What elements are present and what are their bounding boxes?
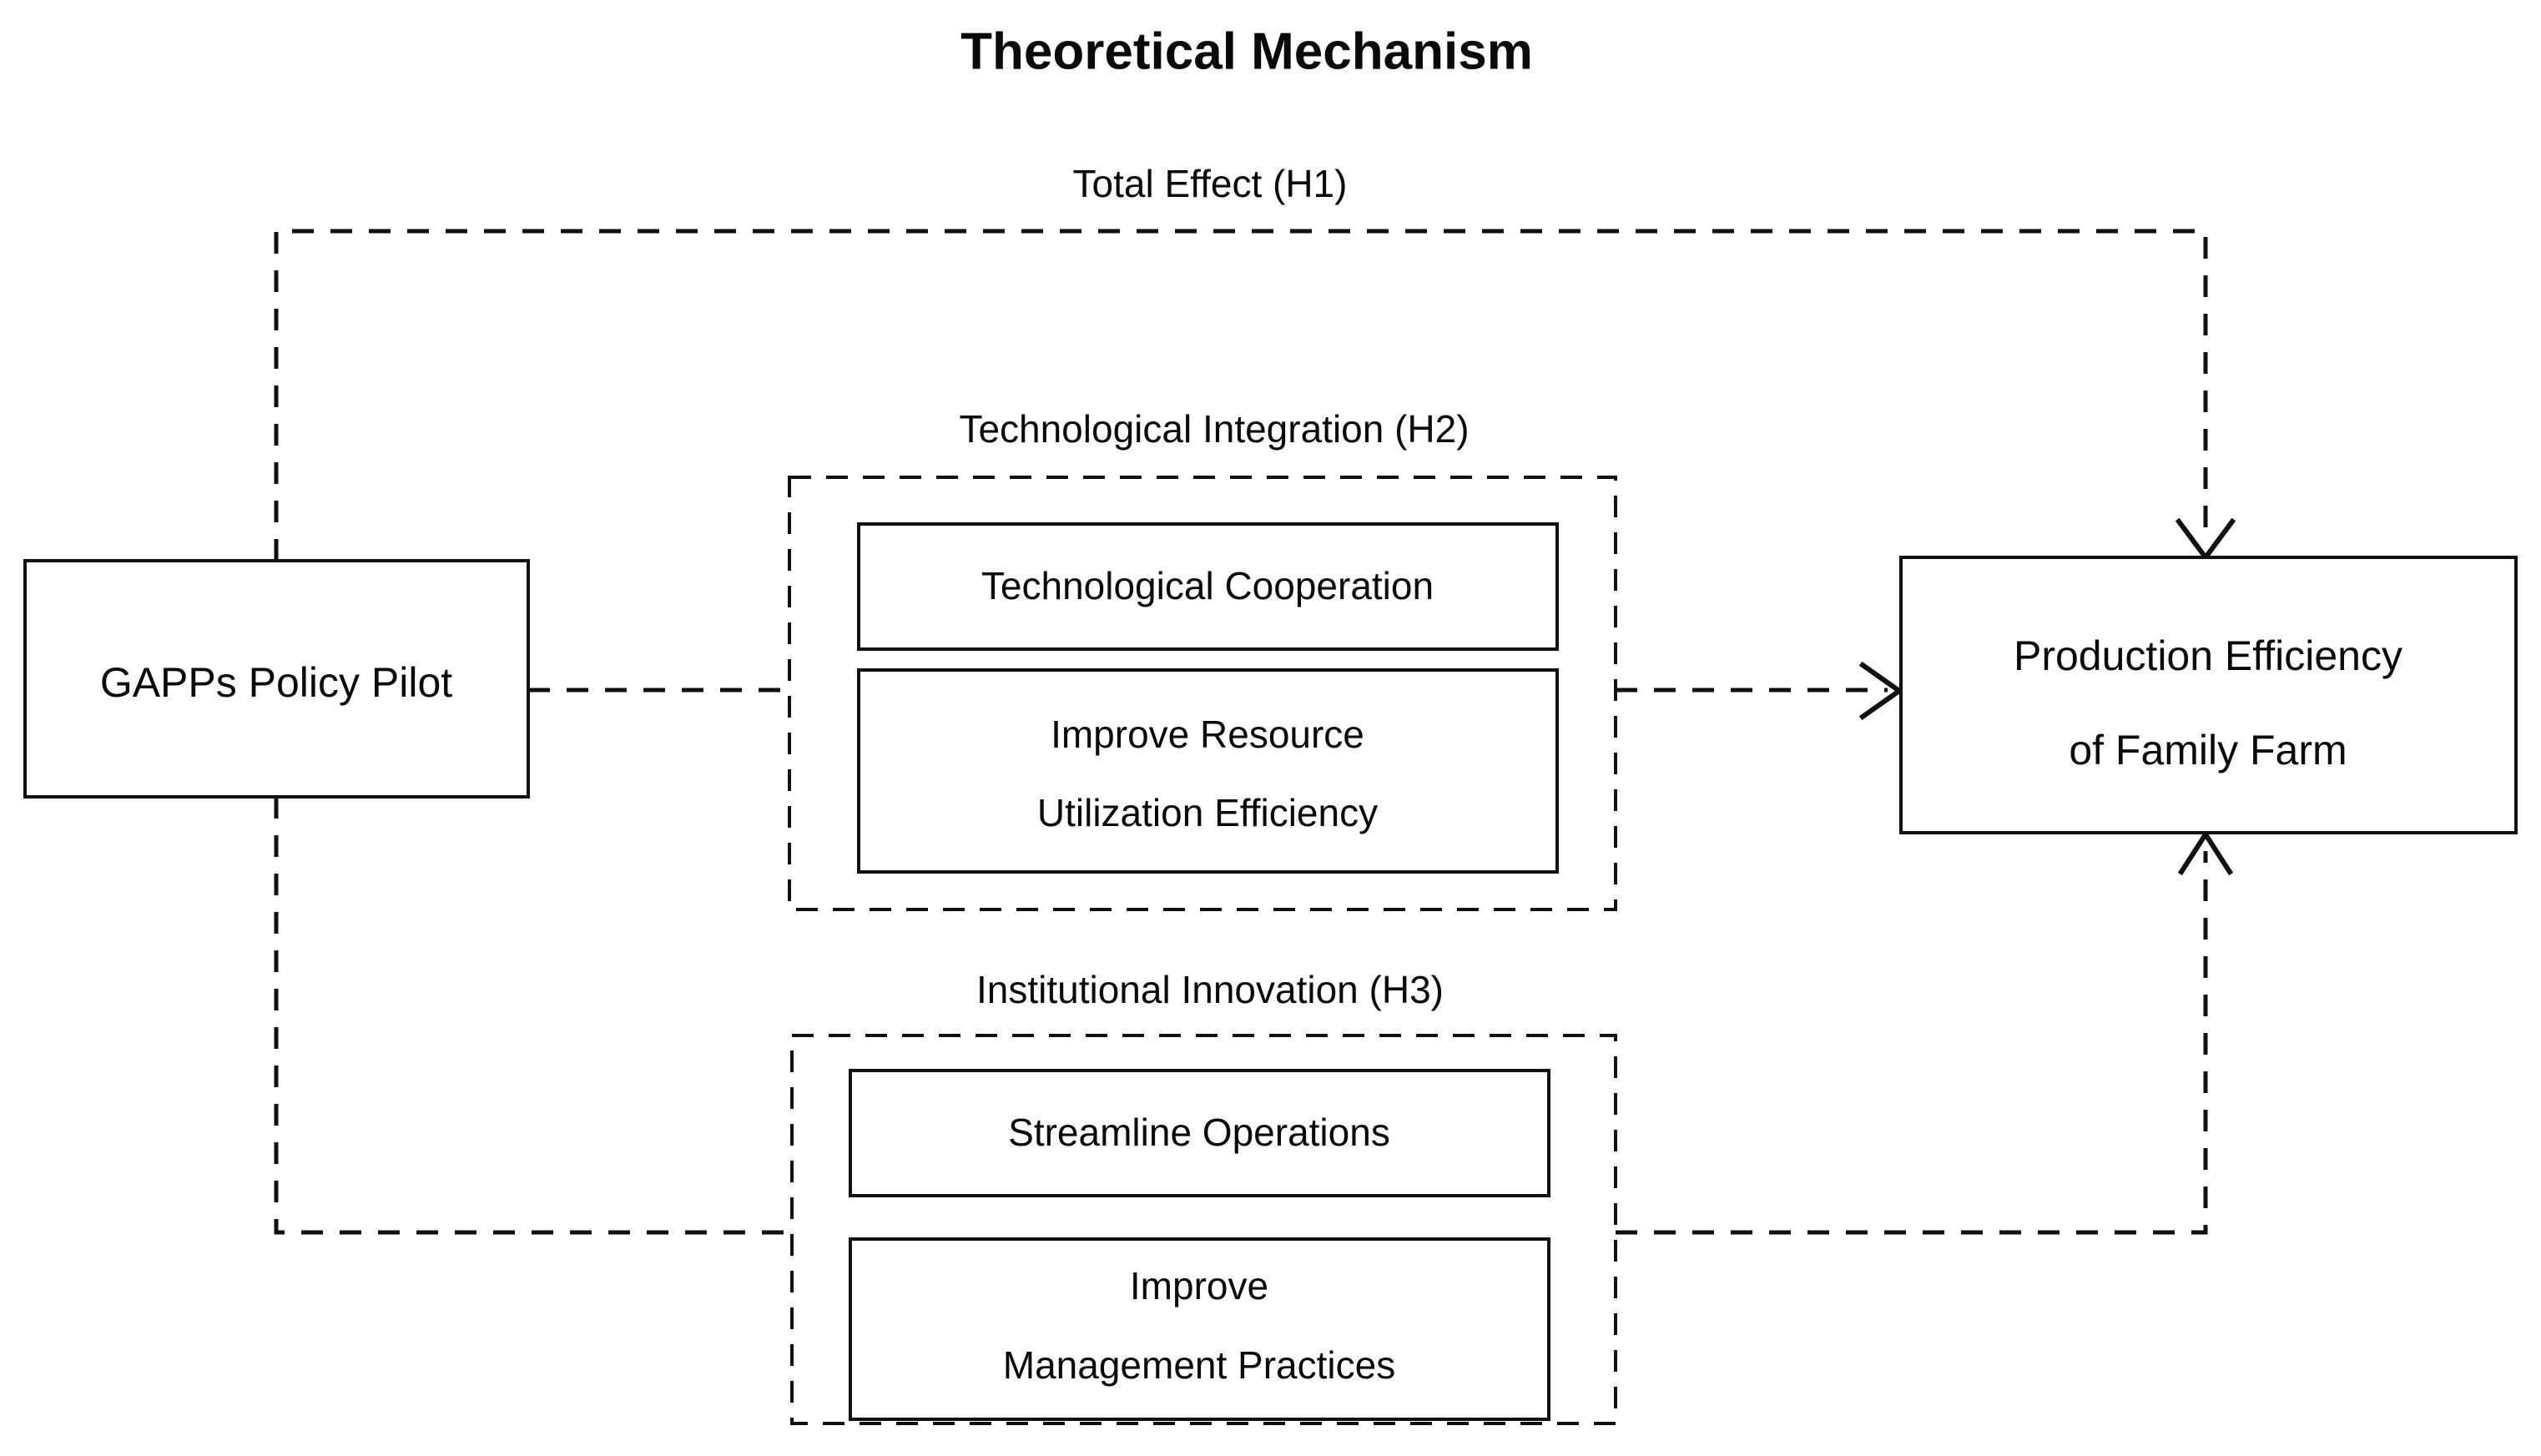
h2-box-improve-resource-utilization-label-line1: Improve Resource: [1051, 713, 1364, 756]
h2-box-technological-cooperation-label: Technological Cooperation: [981, 564, 1434, 607]
h2-to-outcome-arrowhead-icon: [1858, 661, 1904, 721]
production-efficiency-box[interactable]: [1899, 556, 2518, 834]
page-title: Theoretical Mechanism: [960, 23, 1533, 80]
h1-connector-line: [274, 229, 2208, 561]
h3-group-container: [790, 1034, 1617, 1425]
h2-box-improve-resource-utilization[interactable]: [857, 668, 1559, 874]
h3-box-improve-management-practices[interactable]: [849, 1237, 1550, 1421]
h2-box-improve-resource-utilization-label-line2: Utilization Efficiency: [1037, 791, 1378, 834]
h2-box-technological-cooperation[interactable]: [857, 522, 1559, 651]
gapps-to-h3-connector-line: [274, 797, 792, 1235]
gapps-policy-pilot-label: GAPPs Policy Pilot: [100, 659, 452, 706]
h1-path-label: Total Effect (H1): [1073, 162, 1348, 205]
production-efficiency-label-line2: of Family Farm: [2069, 727, 2347, 773]
h3-box-streamline-operations[interactable]: [849, 1069, 1550, 1197]
h2-group-container: [788, 476, 1617, 911]
h3-box-improve-management-practices-label-line2: Management Practices: [1003, 1343, 1395, 1387]
gapps-policy-pilot-box[interactable]: [23, 559, 530, 799]
h2-group-label: Technological Integration (H2): [959, 407, 1469, 451]
h3-to-outcome-connector-line: [1616, 851, 2208, 1235]
h3-group-label: Institutional Innovation (H3): [976, 968, 1444, 1011]
h3-box-improve-management-practices-label-line1: Improve: [1130, 1264, 1268, 1307]
h3-box-streamline-operations-label: Streamline Operations: [1008, 1111, 1390, 1154]
production-efficiency-label-line1: Production Efficiency: [2014, 632, 2402, 679]
